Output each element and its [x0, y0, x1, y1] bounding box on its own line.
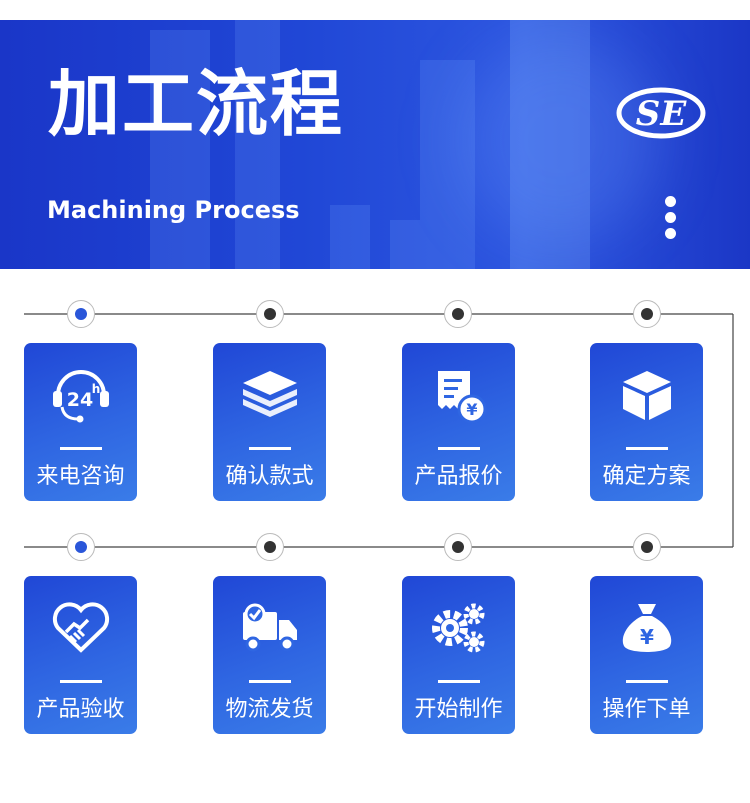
divider: [438, 680, 480, 683]
svg-text:h: h: [92, 382, 101, 396]
step-label: 操作下单: [602, 697, 691, 722]
divider: [249, 447, 291, 450]
step-node-6: [256, 533, 284, 561]
handshake-heart-icon: [52, 602, 110, 653]
gears-icon: [432, 603, 485, 653]
step-card-order[interactable]: ¥ 操作下单: [590, 576, 703, 734]
step-node-7: [444, 533, 472, 561]
svg-text:SE: SE: [636, 94, 688, 134]
step-label: 开始制作: [414, 697, 503, 722]
step-label: 来电咨询: [36, 464, 125, 489]
step-label: 确认款式: [225, 464, 314, 489]
step-node-5: [67, 533, 95, 561]
step-node-8: [633, 533, 661, 561]
svg-text:¥: ¥: [466, 400, 477, 419]
step-label: 产品验收: [36, 697, 125, 722]
svg-text:¥: ¥: [640, 625, 654, 649]
svg-text:24: 24: [67, 389, 93, 411]
step-label: 产品报价: [414, 464, 503, 489]
step-label: 确定方案: [602, 464, 691, 489]
header-banner: 加工流程 Machining Process SE: [0, 20, 750, 269]
page-title: 加工流程: [48, 62, 345, 146]
step-node-3: [444, 300, 472, 328]
step-node-2: [256, 300, 284, 328]
layers-icon: [243, 371, 297, 417]
divider: [60, 447, 102, 450]
more-menu-icon[interactable]: [663, 196, 677, 244]
box-icon: [623, 371, 671, 420]
delivery-truck-icon: [243, 603, 297, 652]
step-card-consult[interactable]: 24 h 来电咨询: [24, 343, 137, 501]
headset-24h-icon: 24 h: [53, 370, 109, 423]
divider: [438, 447, 480, 450]
divider: [60, 680, 102, 683]
step-card-production[interactable]: 开始制作: [402, 576, 515, 734]
page-subtitle: Machining Process: [47, 196, 300, 224]
step-node-4: [633, 300, 661, 328]
step-label: 物流发货: [225, 697, 314, 722]
brand-logo: SE: [616, 87, 706, 139]
step-node-1: [67, 300, 95, 328]
divider: [626, 680, 668, 683]
divider: [249, 680, 291, 683]
step-card-shipping[interactable]: 物流发货: [213, 576, 326, 734]
step-card-confirm-style[interactable]: 确认款式: [213, 343, 326, 501]
divider: [626, 447, 668, 450]
money-bag-icon: ¥: [622, 604, 672, 652]
quote-receipt-icon: ¥: [438, 371, 487, 424]
step-card-plan[interactable]: 确定方案: [590, 343, 703, 501]
step-card-quote[interactable]: ¥ 产品报价: [402, 343, 515, 501]
step-card-acceptance[interactable]: 产品验收: [24, 576, 137, 734]
